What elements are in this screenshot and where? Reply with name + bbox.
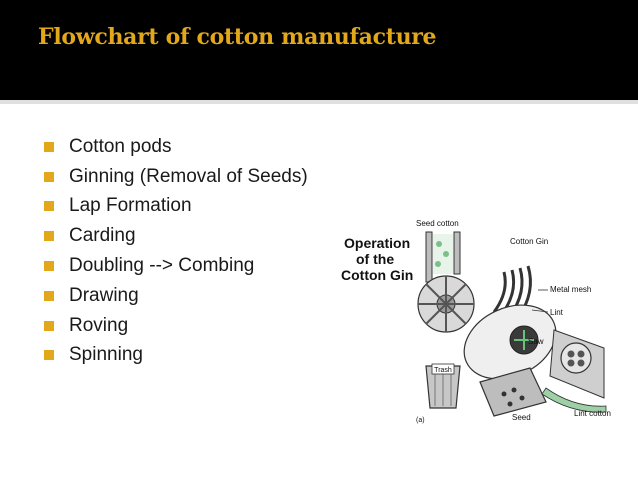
seed-tray [479,367,547,417]
square-bullet-icon [44,231,54,242]
bullet-text: Drawing [69,284,139,306]
hopper-wall-right [453,231,461,275]
trash-bin: Trash [425,363,461,409]
diagram-heading-line-3: Cotton Gin [341,267,413,283]
slide-title: Flowchart of cotton manufacture [38,24,437,50]
hopper-wall-left [425,231,433,283]
bullet-item: Cotton pods [44,132,308,162]
bullet-text: Roving [69,314,129,336]
square-bullet-icon [44,141,54,152]
bullet-item: Carding [44,221,308,251]
bullet-text: Carding [69,225,136,247]
bullet-list: Cotton pods Ginning (Removal of Seeds) L… [44,132,308,370]
label-metal-mesh: Metal mesh [550,285,591,294]
label-trash: Trash [434,367,452,374]
square-bullet-icon [44,171,54,182]
bullet-text: Cotton pods [69,135,172,157]
title-divider [0,100,638,104]
bullet-item: Roving [44,311,308,341]
square-bullet-icon [44,350,54,361]
label-panel: (a) [416,417,425,424]
label-lint-cotton: Lint cotton [574,409,611,418]
bullet-text: Lap Formation [69,195,192,217]
square-bullet-icon [44,201,54,212]
diagram-heading-line-2: of the [356,251,394,267]
bullet-item: Drawing [44,281,308,311]
title-bar: Flowchart of cotton manufacture [0,0,638,100]
bullet-text: Doubling --> Combing [69,255,255,277]
bullet-item: Lap Formation [44,192,308,222]
bullet-item: Doubling --> Combing [44,251,308,281]
bullet-text: Spinning [69,344,143,366]
square-bullet-icon [44,261,54,272]
label-seed: Seed [512,413,531,422]
square-bullet-icon [44,290,54,301]
brush-drum [417,275,475,333]
label-cotton-gin: Cotton Gin [510,237,548,246]
bullet-item: Ginning (Removal of Seeds) [44,162,308,192]
bullet-text: Ginning (Removal of Seeds) [69,165,308,187]
label-lint: Lint [550,308,564,317]
cotton-gin-diagram: Operation of the Cotton Gin Trash [341,219,611,424]
label-saw: Saw [528,337,544,346]
bullet-item: Spinning [44,341,308,371]
lint-cotton-output [541,387,607,413]
square-bullet-icon [44,320,54,331]
diagram-heading-line-1: Operation [344,235,410,251]
label-seed-cotton: Seed cotton [416,219,459,228]
saw-cylinder [463,304,557,380]
lint-roller [549,329,605,399]
